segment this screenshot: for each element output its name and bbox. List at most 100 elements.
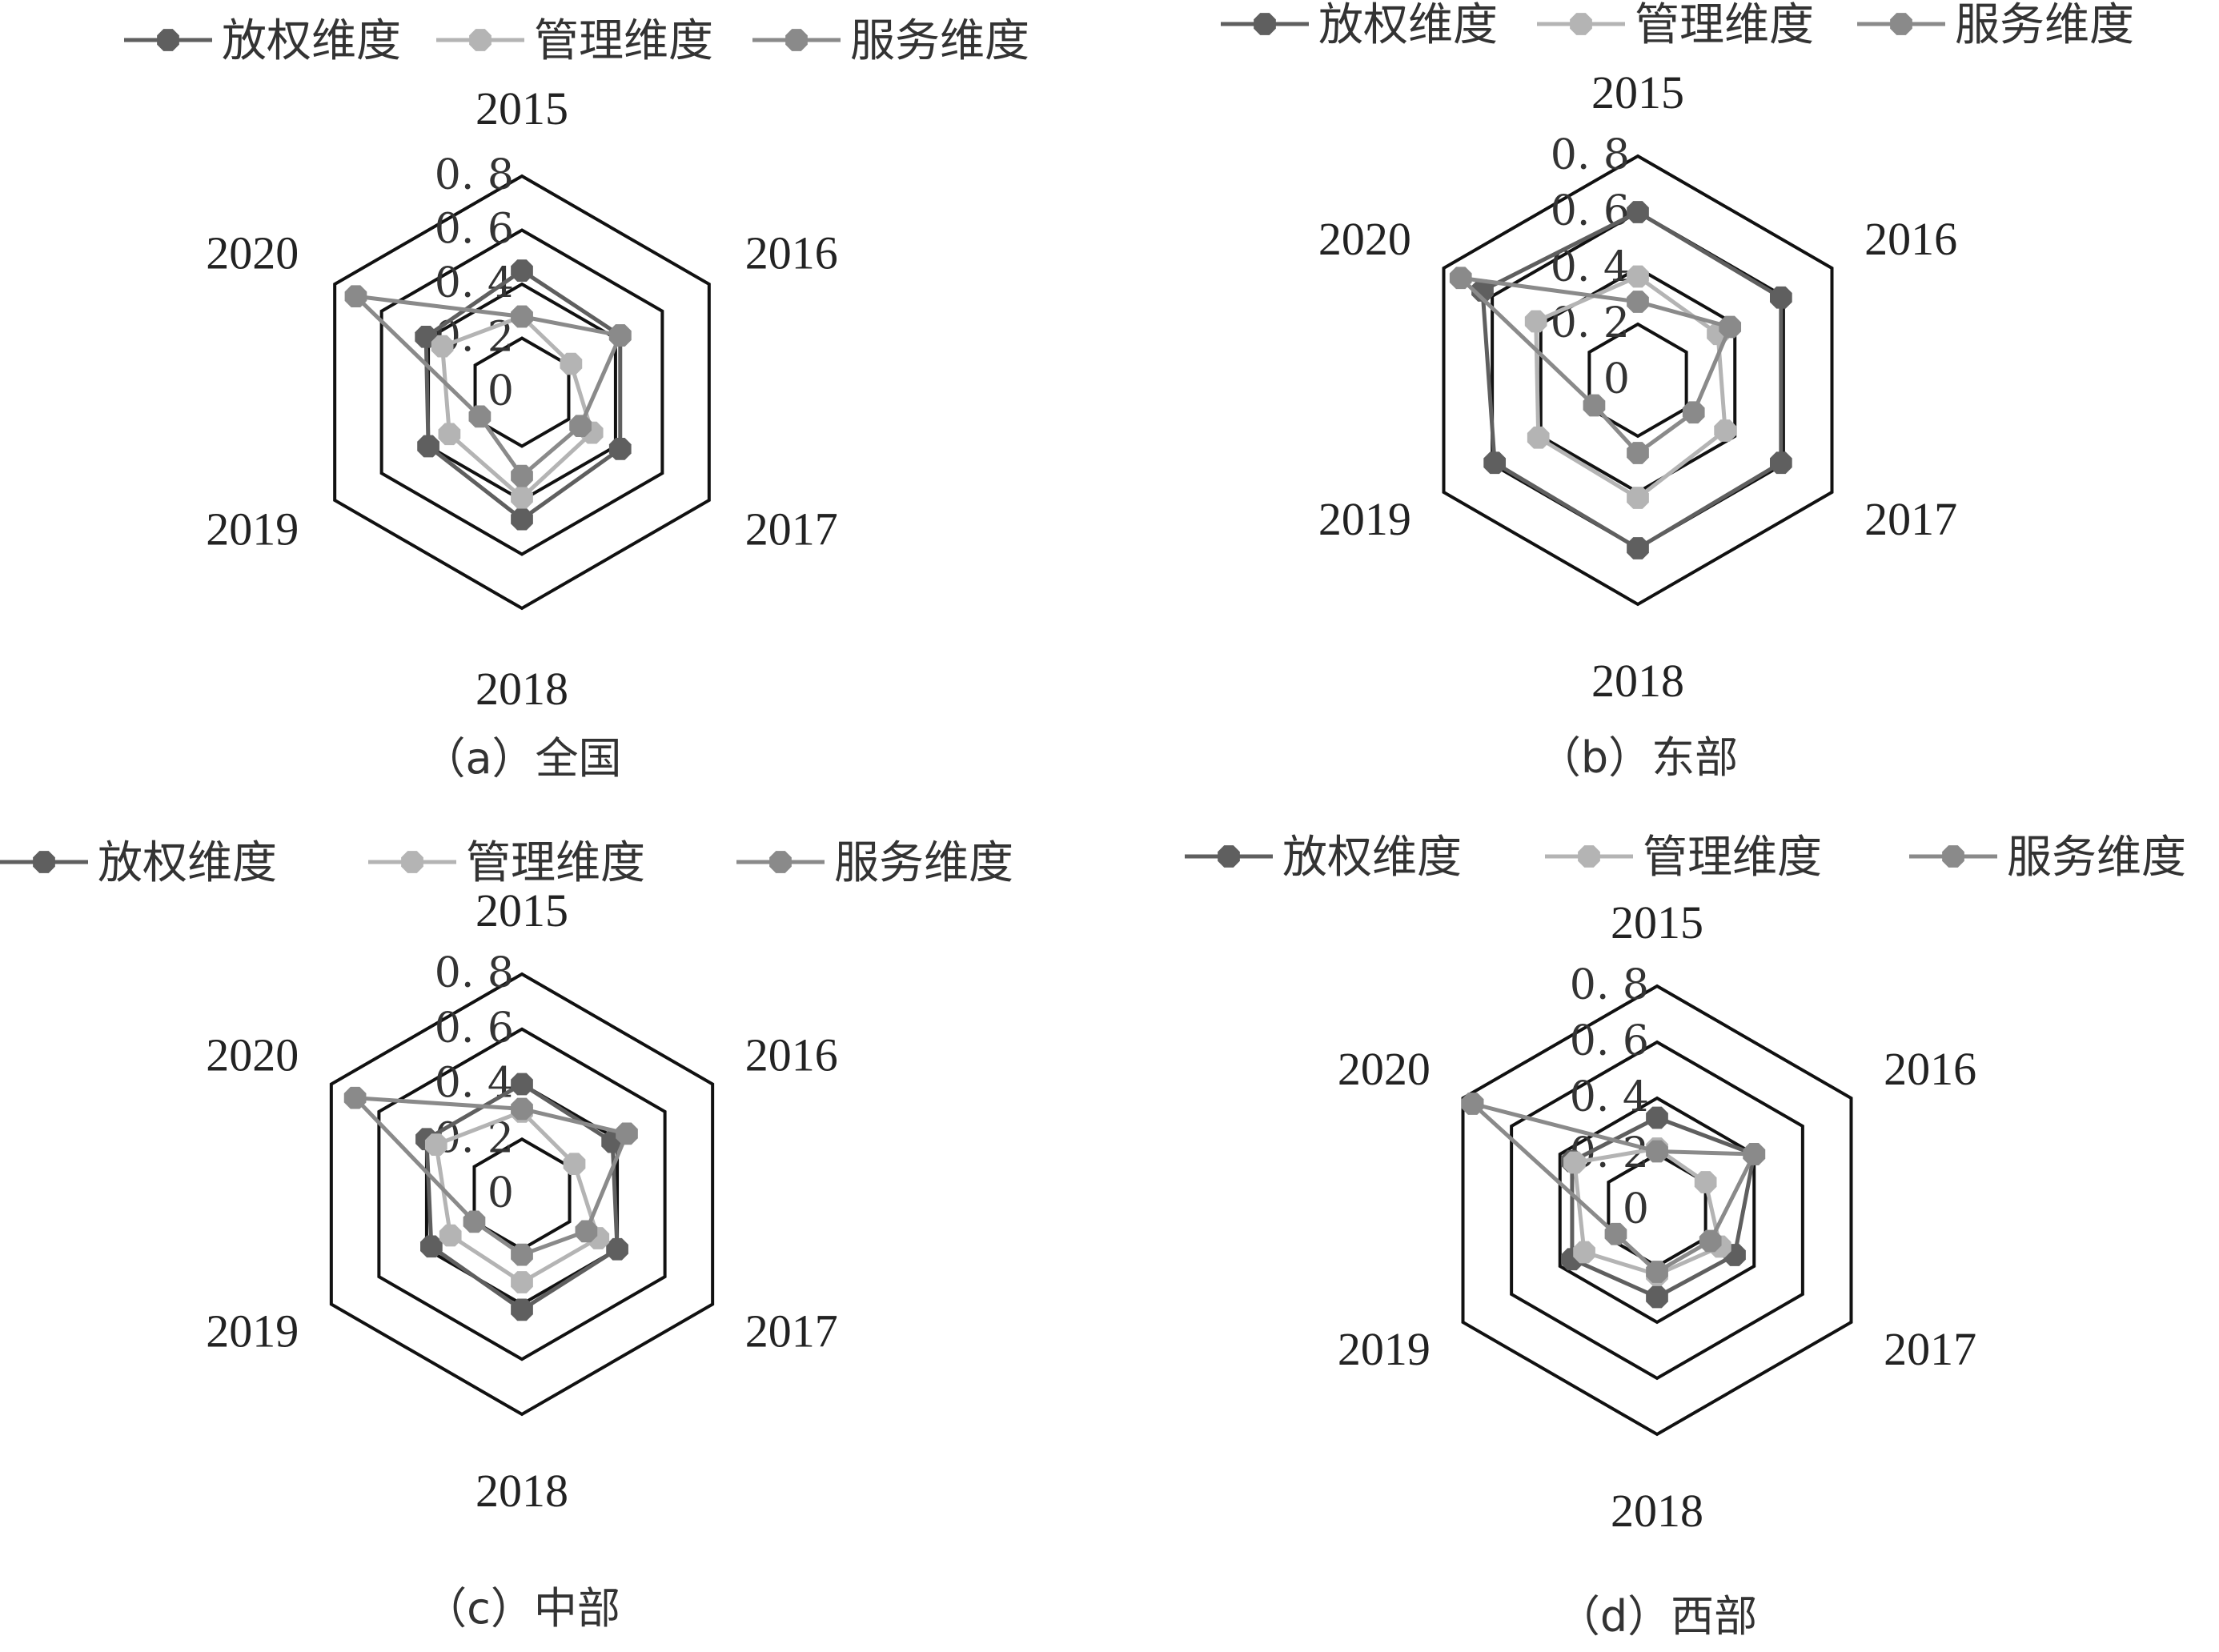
- radar-panel-a: 00. 20. 40. 60. 820152016201720182019202…: [124, 15, 1029, 784]
- radial-tick-label: 0. 8: [435, 949, 514, 997]
- radar-panel-b: 00. 20. 40. 60. 820152016201720182019202…: [1221, 0, 2134, 783]
- data-point: [511, 1271, 533, 1293]
- data-point: [343, 1086, 367, 1109]
- axis-label-2016: 2016: [1884, 1043, 1976, 1095]
- data-point: [438, 423, 461, 446]
- grid-ring: [1442, 154, 1834, 607]
- data-point: [511, 1097, 533, 1121]
- legend-label: 管理维度: [1635, 0, 1814, 51]
- data-point: [1646, 1261, 1668, 1283]
- axis-label-2017: 2017: [1884, 1323, 1976, 1375]
- legend-marker: [785, 29, 808, 51]
- panel-caption: （d）西部: [1557, 1591, 1757, 1642]
- radial-tick-label: 0: [488, 1169, 514, 1217]
- data-point: [511, 1298, 533, 1321]
- radial-tick-label: 0. 2: [1551, 299, 1630, 347]
- legend-marker: [769, 851, 792, 873]
- data-point: [417, 435, 439, 458]
- data-point: [608, 438, 632, 460]
- data-point: [608, 324, 632, 347]
- data-point: [1719, 315, 1742, 339]
- data-point: [1449, 267, 1472, 290]
- axis-label-2015: 2015: [476, 884, 568, 936]
- data-point: [511, 1243, 533, 1266]
- data-point: [1627, 442, 1649, 464]
- data-point: [1769, 451, 1792, 475]
- axis-label-2015: 2015: [476, 82, 568, 134]
- axis-label-2018: 2018: [476, 663, 568, 715]
- data-point: [511, 259, 533, 282]
- legend-marker: [401, 851, 423, 873]
- data-point: [463, 1210, 486, 1233]
- data-point: [344, 285, 367, 308]
- axis-label-2016: 2016: [1864, 213, 1957, 265]
- panel-caption: （a）全国: [422, 733, 621, 784]
- legend: 放权维度 管理维度 服务维度: [124, 15, 1029, 67]
- legend-marker: [1254, 13, 1276, 35]
- data-point: [511, 1073, 533, 1096]
- axis-label-2019: 2019: [1318, 493, 1411, 545]
- grid-ring: [1587, 322, 1688, 439]
- data-point: [420, 1235, 443, 1258]
- legend-label: 管理维度: [1643, 832, 1822, 884]
- data-point: [1646, 1140, 1668, 1163]
- data-point: [1583, 394, 1606, 417]
- data-point: [1483, 451, 1507, 475]
- grid-ring: [1461, 984, 1853, 1437]
- legend-label: 服务维度: [1955, 0, 2134, 51]
- radar-panel-d: 00. 20. 40. 60. 820152016201720182019202…: [1185, 832, 2186, 1642]
- data-point: [1694, 1171, 1717, 1193]
- radial-tick-label: 0. 6: [1551, 187, 1630, 235]
- axis-label-2018: 2018: [1591, 655, 1684, 707]
- radial-tick-label: 0: [1603, 355, 1630, 403]
- legend-label: 管理维度: [534, 15, 713, 67]
- axis-label-2020: 2020: [1338, 1043, 1431, 1095]
- data-point: [575, 1220, 598, 1243]
- grid-ring: [377, 1027, 667, 1361]
- data-point: [511, 464, 533, 487]
- data-point: [1769, 286, 1792, 309]
- legend-label: 放权维度: [1282, 832, 1462, 884]
- data-point: [563, 1153, 586, 1176]
- radial-tick-label: 0: [1623, 1185, 1649, 1233]
- grid-ring: [333, 174, 711, 611]
- data-point: [424, 1133, 447, 1156]
- radial-tick-label: 0. 6: [435, 206, 514, 254]
- data-point: [1563, 1151, 1586, 1174]
- radial-tick-label: 0. 6: [1570, 1017, 1649, 1065]
- axis-label-2015: 2015: [1591, 66, 1684, 118]
- legend-label: 放权维度: [222, 15, 401, 67]
- legend-label: 放权维度: [98, 837, 277, 889]
- axis-label-2018: 2018: [1611, 1485, 1703, 1537]
- grid-ring: [1510, 1040, 1804, 1381]
- legend-label: 放权维度: [1318, 0, 1498, 51]
- legend-marker: [1578, 845, 1600, 868]
- data-point: [1604, 1222, 1627, 1245]
- data-point: [468, 405, 492, 428]
- legend: 放权维度 管理维度 服务维度: [1221, 0, 2134, 51]
- panel-caption: （c）中部: [423, 1583, 620, 1634]
- axis-label-2020: 2020: [206, 227, 299, 279]
- legend-marker: [1570, 13, 1592, 35]
- data-point: [511, 507, 533, 531]
- data-point: [1714, 419, 1736, 442]
- axis-label-2017: 2017: [745, 1305, 838, 1357]
- radial-tick-label: 0. 8: [1570, 961, 1649, 1009]
- legend-label: 服务维度: [2007, 832, 2186, 884]
- legend-marker: [33, 851, 55, 873]
- legend-label: 服务维度: [850, 15, 1029, 67]
- axis-label-2019: 2019: [1338, 1323, 1431, 1375]
- legend-label: 服务维度: [834, 837, 1013, 889]
- data-point: [431, 335, 454, 358]
- data-point: [1627, 537, 1649, 559]
- radial-tick-label: 0. 8: [1551, 131, 1630, 179]
- panel-caption: （b）东部: [1538, 732, 1738, 783]
- legend: 放权维度管理维度服务维度: [0, 837, 1013, 889]
- radial-tick-label: 0. 6: [435, 1004, 514, 1053]
- data-point: [1646, 1106, 1668, 1129]
- legend-marker: [1218, 845, 1240, 868]
- legend-marker: [1942, 845, 1964, 868]
- data-point: [1699, 1229, 1722, 1253]
- radial-tick-label: 0. 8: [435, 151, 514, 199]
- axis-label-2020: 2020: [206, 1029, 299, 1081]
